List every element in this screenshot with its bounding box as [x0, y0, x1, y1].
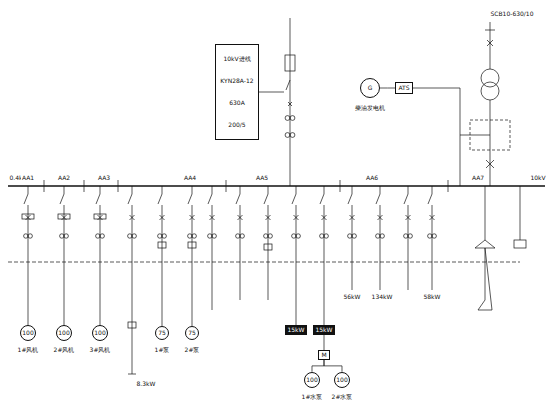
drawing-label: 3#风机	[89, 347, 112, 354]
node-text: 10kV进线	[223, 56, 250, 63]
motor-box: M	[318, 350, 330, 360]
motor-circle: 100	[56, 325, 72, 341]
info-table: 10kV进线 KYN28A-12 630A 200/5	[215, 44, 259, 140]
motor-circle: 100	[92, 325, 108, 341]
node-text: 100	[22, 330, 33, 337]
drawing-label: AA3	[97, 175, 111, 182]
drawing-label: SCB10-630/10	[489, 11, 534, 18]
motor-circle: 75	[185, 326, 199, 340]
motor-circle: 100	[334, 372, 350, 388]
node-text: 100	[94, 330, 105, 337]
drawing-label: AA1	[21, 175, 35, 182]
drawing-label: 1#风机	[17, 347, 40, 354]
node-text: 75	[158, 330, 166, 337]
load-box: 15kW	[313, 325, 334, 335]
wire-connector	[312, 360, 324, 372]
node-text: KYN28A-12	[220, 78, 253, 85]
drawing-label: 56kW	[342, 294, 361, 301]
node-text: 100	[58, 330, 69, 337]
drawing-label: 2#风机	[53, 347, 76, 354]
load-box: 15kW	[285, 325, 306, 335]
drawing-label: AA6	[365, 175, 379, 182]
drawing-label: 134kW	[371, 294, 394, 301]
wire-connector	[380, 88, 395, 89]
drawing-label: 10kV	[529, 175, 546, 182]
drawing-label: AA5	[255, 175, 269, 182]
drawing-label: 2#水泵	[331, 394, 354, 401]
node-text: 200/5	[228, 122, 245, 129]
node-text: 630A	[229, 100, 245, 107]
drawing-label: AA2	[57, 175, 71, 182]
drawing-label: 柴油发电机	[354, 105, 386, 112]
drawing-label: 2#泵	[184, 347, 201, 354]
switch-box: ATS	[395, 82, 413, 94]
motor-circle: 100	[304, 372, 320, 388]
drawing-label: 1#水泵	[301, 394, 324, 401]
wire-connector	[324, 360, 342, 372]
generator-symbol: G	[360, 78, 380, 98]
drawing-label: AA4	[183, 175, 197, 182]
drawing-label: 58kW	[422, 294, 441, 301]
motor-circle: 75	[155, 326, 169, 340]
node-text: ATS	[398, 85, 409, 92]
node-text: 15kW	[287, 327, 304, 334]
drawing-label: AA7	[471, 175, 485, 182]
motor-circle: 100	[20, 325, 36, 341]
drawing-label: 1#泵	[154, 347, 171, 354]
node-text: 100	[306, 377, 317, 384]
node-text: G	[368, 85, 373, 92]
node-text: 75	[188, 330, 196, 337]
node-text: M	[321, 352, 326, 359]
node-text: 100	[336, 377, 347, 384]
node-text: 15kW	[315, 327, 332, 334]
drawing-label: 8.3kW	[136, 381, 157, 388]
